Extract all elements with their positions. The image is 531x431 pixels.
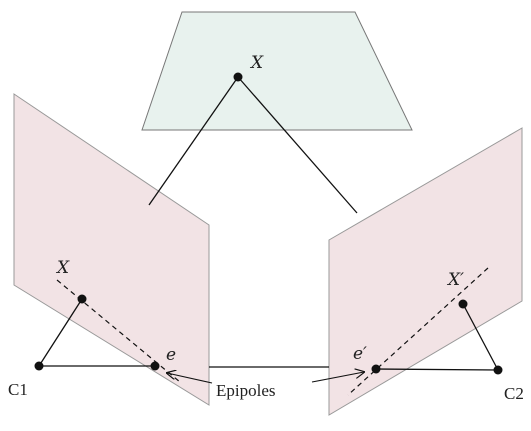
right-epipolar-line <box>347 267 489 396</box>
epipole-arrow-right <box>311 372 364 383</box>
label-world-x: X <box>249 53 264 73</box>
eprime-to-c2 <box>375 368 499 371</box>
left-image-plane <box>13 93 210 406</box>
ray-left <box>148 76 239 206</box>
right-epipole-point <box>371 364 381 374</box>
right-image-plane <box>328 127 523 416</box>
world-point-x <box>233 72 243 82</box>
c1-to-x <box>38 298 83 367</box>
left-image-point-x <box>77 294 87 304</box>
label-right-xprime: X′ <box>446 270 464 290</box>
c2-to-xprime <box>462 303 499 371</box>
epipole-arrow-left <box>167 373 213 384</box>
label-c2: C2 <box>504 384 524 403</box>
label-left-e: e <box>166 345 176 365</box>
ray-right <box>237 76 358 214</box>
world-plane <box>141 11 413 131</box>
label-right-eprime: e′ <box>353 344 367 364</box>
right-image-point-xprime <box>458 299 468 309</box>
camera-center-c2 <box>493 365 503 375</box>
label-epipoles: Epipoles <box>216 381 276 400</box>
label-c1: C1 <box>8 380 28 399</box>
camera-center-c1 <box>34 361 44 371</box>
left-epipole-point <box>150 361 160 371</box>
label-left-x: X <box>55 258 70 278</box>
